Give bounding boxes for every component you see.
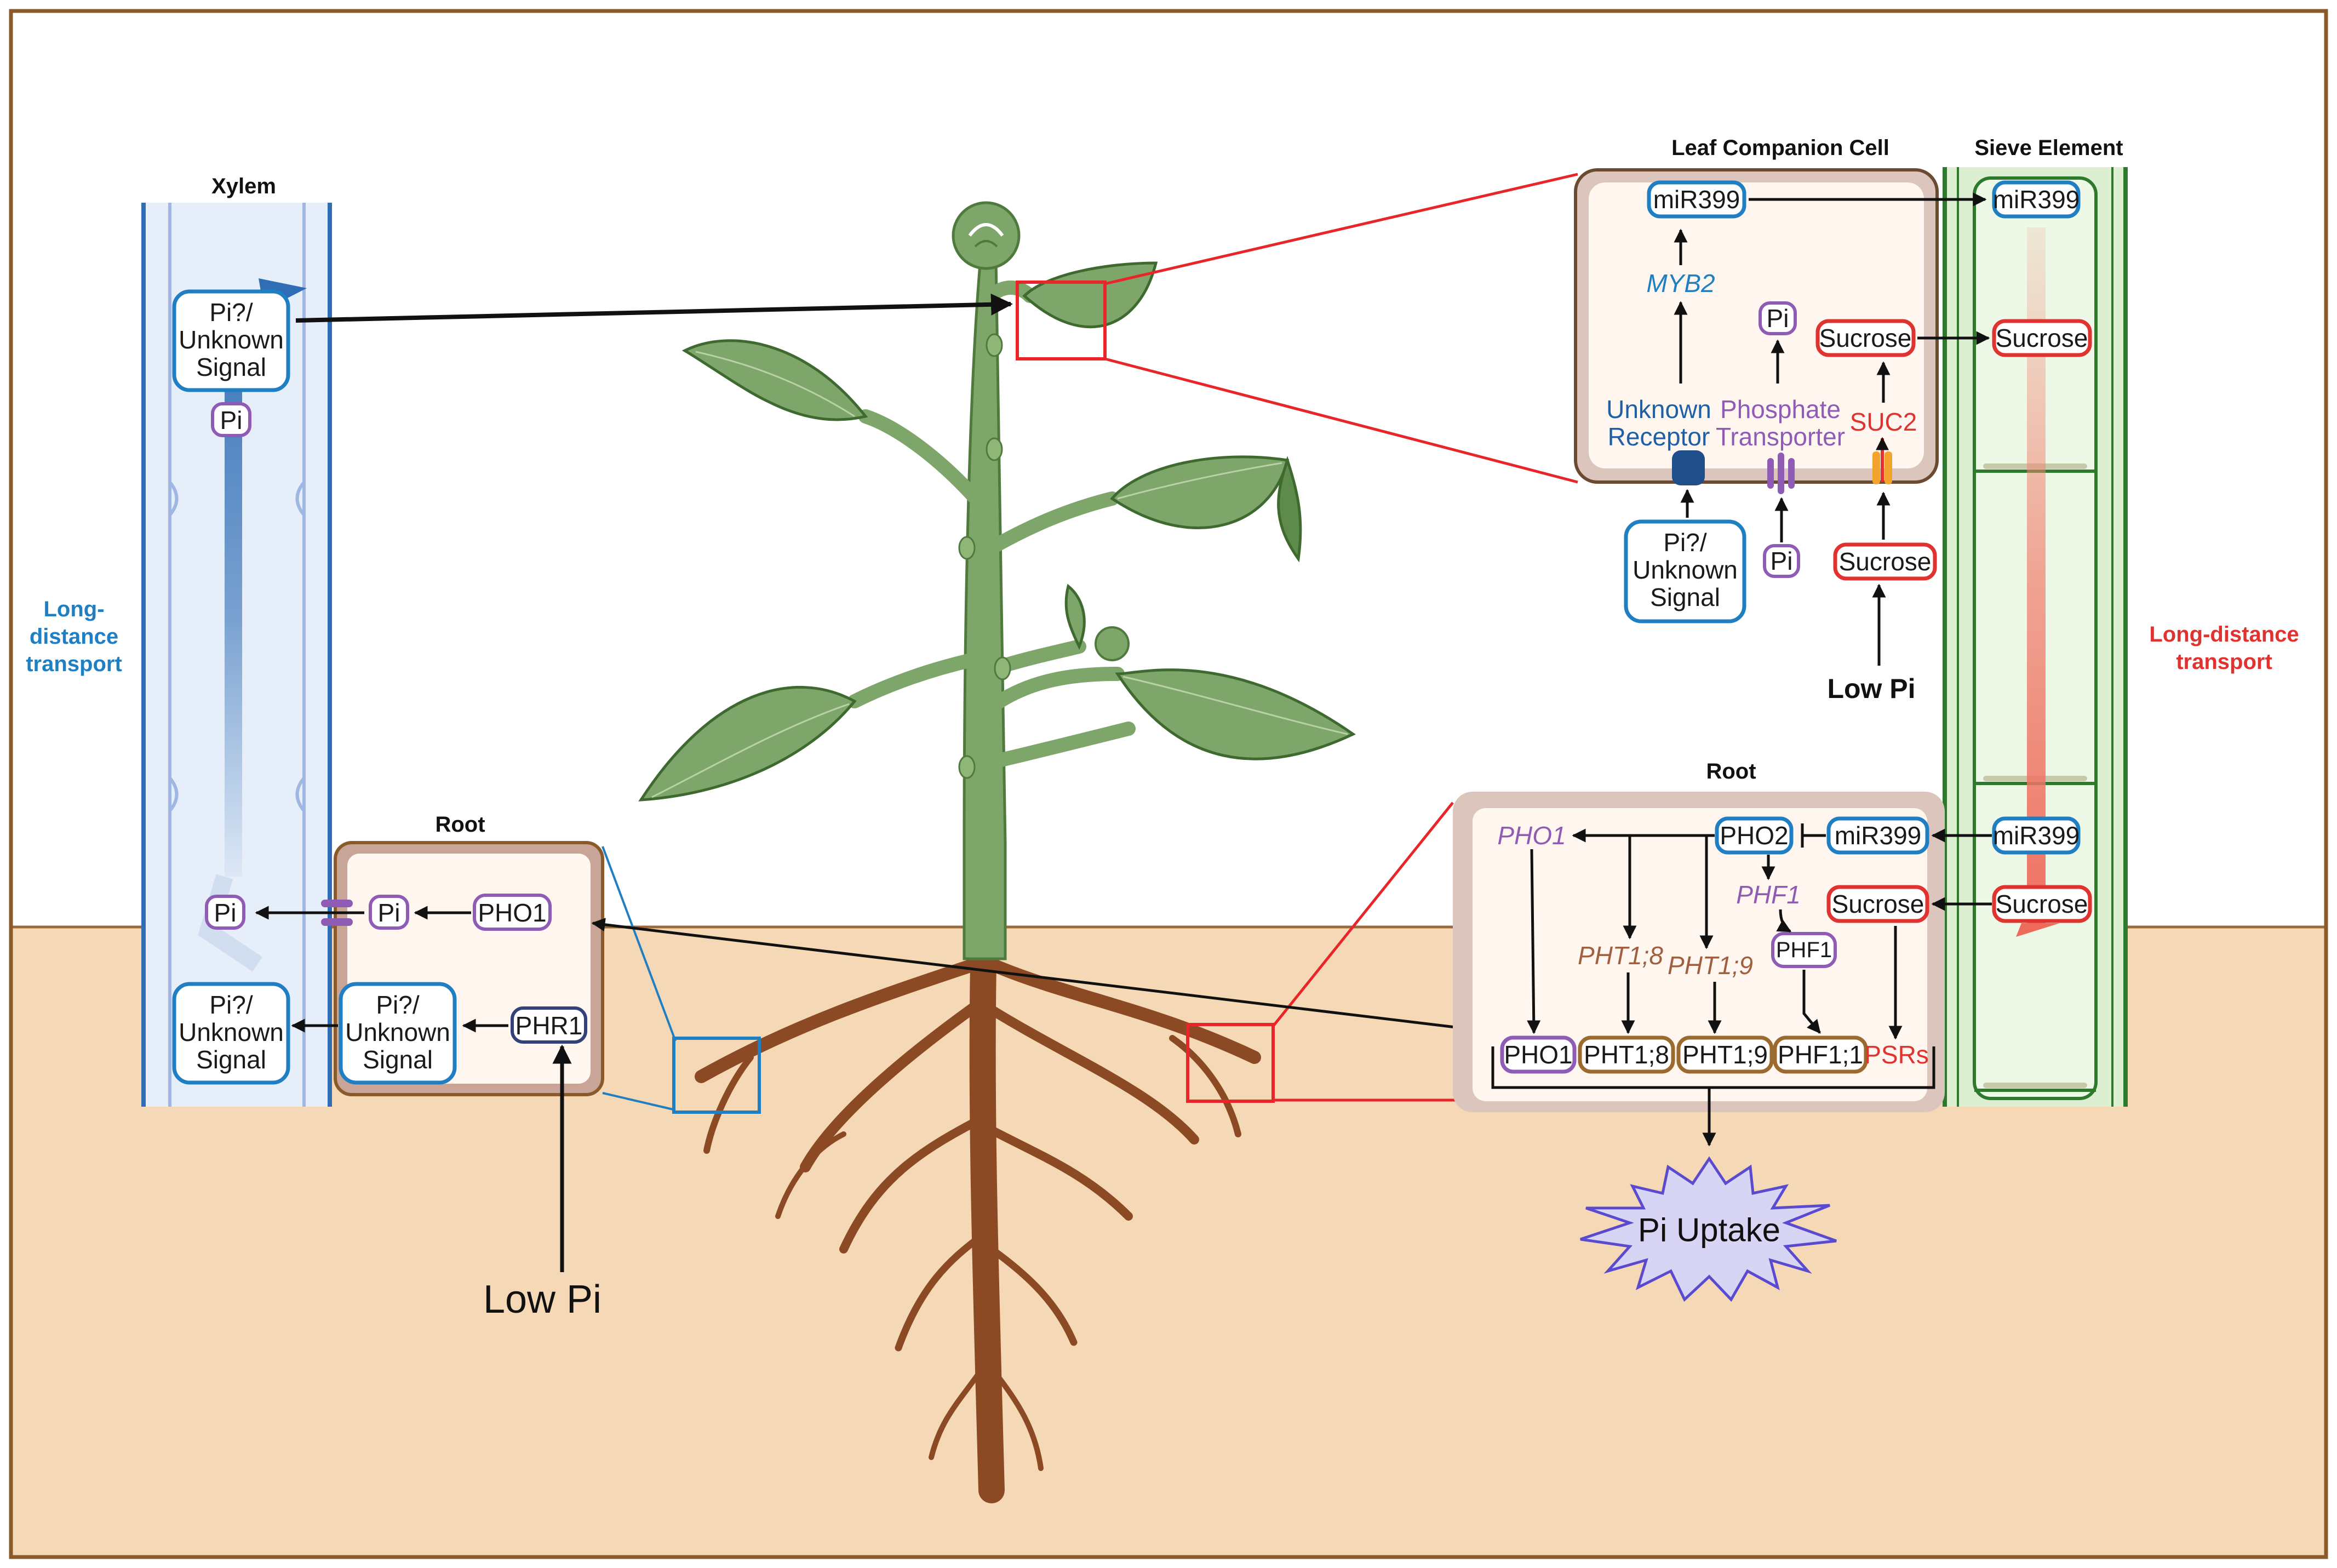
root-right-pho1-italic: PHO1: [1497, 821, 1566, 850]
phloem-long-distance-label: Long-distance transport: [2149, 622, 2299, 674]
svg-text:Long-: Long-: [43, 597, 104, 621]
root-right-phf1: PHF1: [1776, 938, 1832, 962]
svg-text:Unknown: Unknown: [1633, 556, 1738, 584]
xylem-top-signal-line2: Unknown: [179, 325, 284, 354]
root-left-pho1: PHO1: [478, 899, 546, 927]
xylem-mid-pi: Pi: [214, 899, 237, 927]
xylem-title: Xylem: [211, 174, 276, 198]
suc2-transporter-icon: [1872, 437, 1892, 484]
svg-text:Unknown: Unknown: [1606, 395, 1711, 424]
root-right-panel: Root PHO1 PHO2 miR399 PHF1 Sucrose PHT1;…: [1453, 759, 1992, 1302]
phloem-flow-arrowhead: [2016, 923, 2060, 937]
svg-text:Transporter: Transporter: [1716, 422, 1845, 451]
sieve-element-panel: Sieve Element miR399 Sucrose miR399 Sucr…: [1943, 136, 2128, 1107]
svg-text:PHO1: PHO1: [1504, 1040, 1572, 1069]
xylem-panel: Xylem Pi?/ Unknown Signal Pi Pi Pi?/ Unk…: [141, 174, 332, 1107]
svg-text:Phosphate: Phosphate: [1720, 395, 1841, 424]
svg-text:Signal: Signal: [363, 1045, 433, 1074]
xylem-long-distance-label: Long- distance transport: [26, 597, 122, 676]
root-left-zoom-box: [672, 1037, 761, 1114]
svg-text:miR399: miR399: [1993, 821, 2080, 850]
svg-text:transport: transport: [2176, 650, 2272, 674]
svg-text:Pi: Pi: [1771, 547, 1793, 575]
root-right-title: Root: [1706, 759, 1756, 783]
xylem-bottom-signal-line3: Signal: [196, 1045, 266, 1074]
xylem-bottom-signal-line2: Unknown: [179, 1018, 284, 1046]
root-left-low-pi: Low Pi: [483, 1278, 602, 1321]
svg-text:PHT1;8: PHT1;8: [1584, 1040, 1669, 1069]
svg-text:Long-distance: Long-distance: [2149, 622, 2299, 646]
svg-text:Sucrose: Sucrose: [1839, 547, 1932, 576]
svg-text:miR399: miR399: [1993, 185, 2080, 214]
svg-text:Receptor: Receptor: [1608, 422, 1710, 451]
leaf-myb2: MYB2: [1646, 269, 1715, 297]
leaf-zoom-box: [1016, 281, 1107, 360]
svg-text:Unknown: Unknown: [345, 1018, 450, 1046]
root-right-mir399: miR399: [1835, 821, 1922, 850]
root-left-panel: Root Pi PHO1 Pi?/ Unknown Signal PHR1 Lo…: [255, 812, 604, 1321]
svg-text:Pi?/: Pi?/: [376, 991, 419, 1019]
root-right-pht19-italic: PHT1;9: [1668, 951, 1753, 980]
svg-text:PHF1;1: PHF1;1: [1778, 1040, 1863, 1069]
leaf-suc2: SUC2: [1850, 408, 1917, 436]
phosphate-transporter-icon: [1767, 453, 1795, 494]
leaf-sucrose: Sucrose: [1819, 324, 1912, 352]
leaf-companion-cell-panel: Leaf Companion Cell miR399 MYB2 Pi Sucro…: [1574, 136, 1990, 704]
xylem-top-signal-line3: Signal: [196, 353, 266, 381]
outer-frame: [9, 9, 2328, 1559]
unknown-receptor-icon: [1672, 450, 1705, 485]
root-left-title: Root: [435, 812, 485, 837]
root-right-pho2: PHO2: [1720, 821, 1788, 850]
root-right-zoom-box: [1186, 1023, 1275, 1103]
root-left-pi: Pi: [378, 899, 400, 927]
svg-text:Pi?/: Pi?/: [1663, 528, 1706, 557]
root-left-phr1: PHR1: [515, 1011, 583, 1040]
plant-illustration: [638, 201, 1356, 1503]
svg-text:transport: transport: [26, 652, 122, 676]
pi-uptake-starburst-icon: [1580, 1156, 1837, 1302]
xylem-top-signal-line1: Pi?/: [209, 298, 253, 327]
sieve-element-title: Sieve Element: [1974, 136, 2123, 160]
svg-text:Sucrose: Sucrose: [1996, 890, 2088, 918]
root-right-sucrose: Sucrose: [1832, 890, 1924, 918]
leaf-cell-title: Leaf Companion Cell: [1671, 136, 1889, 160]
svg-text:PSRs: PSRs: [1864, 1040, 1929, 1069]
svg-text:distance: distance: [30, 625, 118, 649]
leaf-low-pi: Low Pi: [1827, 673, 1915, 704]
xylem-top-pi: Pi: [220, 406, 243, 434]
leaf-mir399: miR399: [1653, 185, 1740, 214]
root-right-pht18-italic: PHT1;8: [1578, 941, 1663, 970]
xylem-bottom-signal-line1: Pi?/: [209, 991, 253, 1019]
svg-text:Signal: Signal: [1650, 583, 1720, 611]
leaf-pi: Pi: [1767, 304, 1789, 333]
svg-text:PHT1;9: PHT1;9: [1682, 1040, 1768, 1069]
pi-uptake-label: Pi Uptake: [1638, 1212, 1780, 1249]
svg-text:Sucrose: Sucrose: [1996, 324, 2088, 352]
root-right-phf1-italic: PHF1: [1736, 880, 1801, 909]
